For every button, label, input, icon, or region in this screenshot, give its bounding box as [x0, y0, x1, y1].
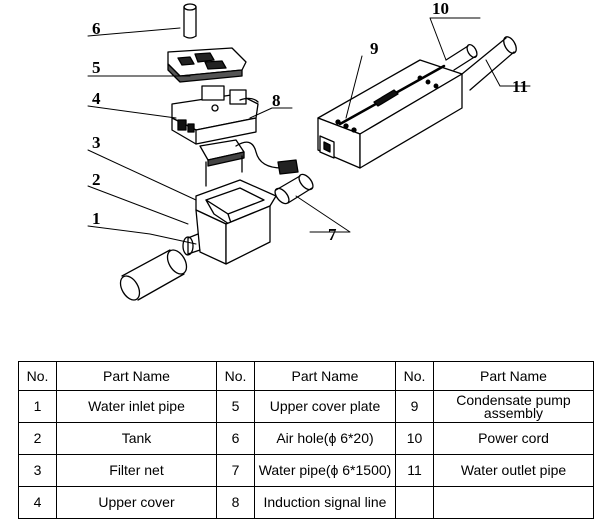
parts-table: No. Part Name No. Part Name No. Part Nam…: [18, 361, 594, 519]
water-inlet-pipe: [119, 249, 188, 301]
callout-11: 11: [512, 77, 528, 96]
table-cell: Water outlet pipe: [433, 454, 594, 487]
power-cord: [445, 43, 478, 71]
table-cell: 11: [395, 454, 434, 487]
table-cell: 5: [216, 390, 255, 423]
callout-6: 6: [92, 19, 101, 38]
table-cell: Induction signal line: [254, 486, 396, 519]
table-cell: Tank: [56, 422, 217, 455]
header-no-2: No.: [216, 361, 255, 391]
table-header-row: No. Part Name No. Part Name No. Part Nam…: [18, 361, 594, 391]
induction-signal-board: [199, 139, 299, 187]
table-cell: 6: [216, 422, 255, 455]
header-no-3: No.: [395, 361, 434, 391]
table-cell: 1: [18, 390, 57, 423]
table-cell: 8: [216, 486, 255, 519]
table-cell: 3: [18, 454, 57, 487]
table-row: 1 Water inlet pipe 5 Upper cover plate 9…: [18, 390, 594, 423]
callout-4: 4: [92, 89, 101, 108]
table-row: 2 Tank 6 Air hole(ϕ 6*20) 10 Power cord: [18, 422, 594, 455]
header-part-name-2: Part Name: [254, 361, 396, 391]
table-cell: Power cord: [433, 422, 594, 455]
table-cell: [395, 486, 434, 519]
callout-5: 5: [92, 58, 101, 77]
tank: [182, 179, 277, 265]
callout-10: 10: [432, 0, 449, 18]
table-cell: Water pipe(ϕ 6*1500): [254, 454, 396, 487]
table-cell: 9: [395, 390, 434, 423]
table-cell: 2: [18, 422, 57, 455]
table-cell: Water inlet pipe: [56, 390, 217, 423]
table-cell: Condensate pump assembly: [433, 390, 594, 423]
table-cell: 7: [216, 454, 255, 487]
callout-7: 7: [328, 225, 337, 244]
table-cell: 4: [18, 486, 57, 519]
water-pipe-short: [274, 173, 314, 205]
callout-numbers: 6 5 4 3 2 1 7 8 9 10 11: [92, 0, 528, 244]
upper-cover-plate: [167, 47, 247, 83]
header-part-name-3: Part Name: [433, 361, 594, 391]
table-cell: Filter net: [56, 454, 217, 487]
header-part-name-1: Part Name: [56, 361, 217, 391]
air-hole-tube: [183, 3, 197, 39]
leader-lines: [87, 17, 531, 245]
header-no-1: No.: [18, 361, 57, 391]
water-outlet-pipe: [461, 36, 517, 91]
table-cell: [433, 486, 594, 519]
table-cell: Upper cover plate: [254, 390, 396, 423]
table-row: 4 Upper cover 8 Induction signal line: [18, 486, 594, 519]
table-cell: Upper cover: [56, 486, 217, 519]
callout-9: 9: [370, 39, 379, 58]
callout-8: 8: [272, 91, 281, 110]
table-cell: Air hole(ϕ 6*20): [254, 422, 396, 455]
table-row: 3 Filter net 7 Water pipe(ϕ 6*1500) 11 W…: [18, 454, 594, 487]
callout-3: 3: [92, 133, 101, 152]
upper-cover: [171, 85, 259, 145]
callout-2: 2: [92, 170, 101, 189]
exploded-parts-diagram: 6 5 4 3 2 1 7 8 9 10 11: [87, 0, 531, 301]
table-cell: 10: [395, 422, 434, 455]
condensate-pump-assembly: [317, 59, 463, 169]
callout-1: 1: [92, 209, 101, 228]
